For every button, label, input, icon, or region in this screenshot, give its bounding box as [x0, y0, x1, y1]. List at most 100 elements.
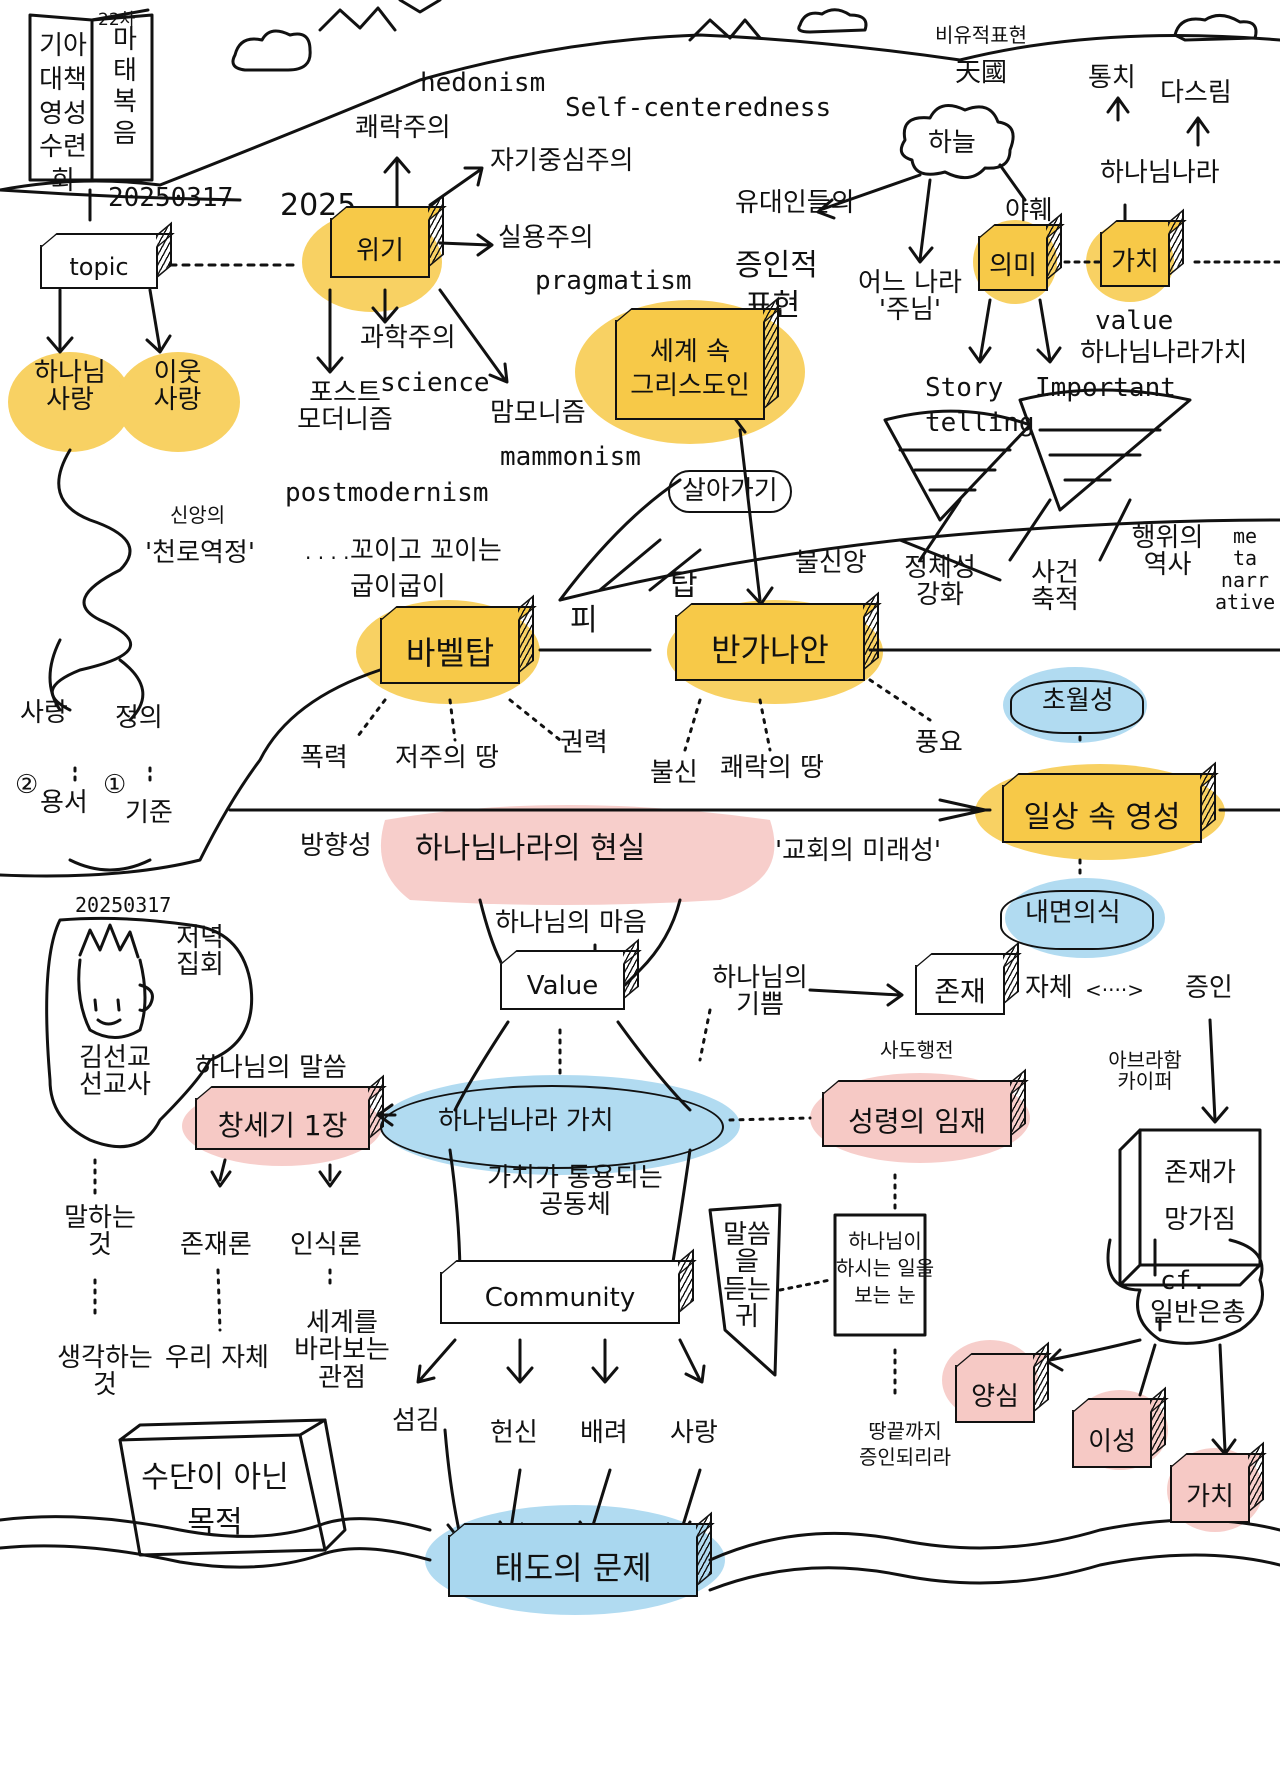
witness-label: 증인: [1185, 973, 1233, 1003]
lost-label: 존재가 망가짐: [1150, 1150, 1250, 1244]
ears-line: 듣는: [723, 1274, 771, 1305]
value3-box: 가치: [1170, 1465, 1250, 1523]
winding-label: 꼬이고 꼬이는: [350, 536, 502, 566]
speaker-line: 태: [113, 56, 137, 87]
jews-label: 유대인들의: [735, 188, 855, 218]
reality-label: 하나님나라의 현실: [415, 831, 646, 866]
love-god: 하나님 사랑: [15, 359, 125, 416]
ends-earth-line: 땅끝까지: [868, 1419, 942, 1443]
tower-label: 탑: [670, 568, 698, 603]
session-title-line: 기아: [39, 31, 87, 61]
story-label-2: telling: [925, 408, 1035, 438]
worldview-box: 세계 속 그리스도인: [615, 320, 765, 420]
joy-line: 하나님의: [712, 963, 808, 993]
worldview-box-line: 세계 속: [649, 337, 731, 368]
faith-quote: '천로역정': [145, 538, 255, 568]
speaker-vertical: 마 태 복 음: [105, 25, 145, 150]
yahweh-label: 야훼: [1005, 196, 1053, 226]
pragmatism-ko: 실용주의: [498, 223, 594, 253]
story-label-1: Story: [925, 373, 1004, 403]
love-word: 사랑: [20, 698, 68, 728]
speaker-line: 복: [113, 87, 137, 118]
canaan-box: 반가나안: [675, 615, 865, 681]
speaker-name: 김선교 선교사: [60, 1043, 170, 1100]
joy-label: 하나님의 기쁨: [705, 963, 815, 1020]
speaker-name-line: 김선교: [79, 1043, 151, 1073]
violence-label: 폭력: [300, 743, 348, 773]
conscience-box: 양심: [955, 1365, 1035, 1423]
ears-label: 말씀을 듣는 귀: [712, 1221, 782, 1331]
prosperity-label: 풍요: [915, 728, 963, 758]
session-title-line: 대책: [39, 64, 87, 95]
hedonism-ko: 쾌락주의: [355, 113, 451, 143]
meta-line: narr: [1220, 568, 1270, 592]
crisis-box: 위기: [330, 218, 430, 278]
spirit-box: 성령의 임재: [822, 1092, 1012, 1147]
identity-label: 정체성 강화: [885, 554, 995, 611]
ends-earth-label: 땅끝까지 증인되리라: [840, 1418, 970, 1470]
ends-earth-line: 증인되리라: [859, 1445, 951, 1469]
speaker-line: 음: [113, 118, 137, 149]
forgive-number: ②: [15, 770, 39, 800]
worldview-perspective-line: 관점: [318, 1362, 366, 1393]
speaking-line: 말하는: [64, 1203, 136, 1233]
love-god-line: 사랑: [46, 385, 94, 416]
value-box-top: 가치: [1100, 232, 1170, 287]
word-of-god-label: 하나님의 말씀: [195, 1053, 347, 1083]
abraham-line: 아브라함: [1108, 1048, 1182, 1072]
session-badge: 22차: [98, 10, 136, 30]
purpose-label: 수단이 아닌 목적: [125, 1455, 305, 1545]
thinking-line: 것: [93, 1370, 117, 1401]
purpose-line: 목적: [187, 1505, 243, 1540]
testimony-label: 증인적: [735, 248, 818, 283]
value-en: value: [1095, 306, 1174, 336]
faith-label: 신앙의: [170, 503, 226, 527]
worldview-box-line: 그리스도인: [630, 371, 750, 401]
identity-line: 강화: [916, 580, 964, 611]
kingdom-label: 하나님나라: [1100, 158, 1220, 188]
pleasure-land-label: 쾌락의 땅: [720, 753, 824, 783]
reason-box: 이성: [1072, 1410, 1152, 1468]
hanja-label: 天國: [955, 58, 1008, 88]
events-label: 사건 축적: [1020, 558, 1090, 615]
evening-line: 집회: [176, 950, 224, 981]
acts-history-label: 행위의 역사: [1125, 524, 1210, 580]
shared-community: 가치가 통용되는 공동체: [455, 1163, 695, 1221]
meta-line: ta: [1232, 546, 1258, 570]
everyday-box: 일상 속 영성: [1002, 785, 1202, 843]
living-bubble: 살아가기: [668, 470, 792, 514]
meta-line: me: [1232, 524, 1258, 548]
science-en: science: [380, 368, 490, 398]
events-line: 사건: [1031, 558, 1079, 588]
abraham-label: 아브라함 카이퍼: [1085, 1050, 1205, 1092]
evening-label: 저녁 집회: [160, 924, 240, 981]
hedonism-en: hedonism: [420, 68, 546, 98]
winding-label-2: 굽이굽이: [350, 572, 446, 602]
care-label: 배려: [580, 1418, 628, 1448]
worldview-perspective-line: 세계를: [306, 1308, 378, 1338]
attitude-box: 태도의 문제: [448, 1535, 698, 1597]
abraham-line: 카이퍼: [1117, 1069, 1173, 1093]
eyes-line: 하시는 일을: [835, 1256, 935, 1280]
session-title-line: 수련회: [39, 132, 87, 197]
devotion-label: 헌신: [490, 1418, 538, 1448]
self-en: Self-centeredness: [565, 93, 832, 123]
meaning-box: 의미: [978, 236, 1048, 291]
thinking-line: 생각하는: [57, 1343, 153, 1373]
mammon-en: mammonism: [500, 442, 641, 472]
kingdom-value-oval: [380, 1085, 724, 1169]
transcend-cloud: [1010, 680, 1144, 734]
eyes-line: 보는 눈: [854, 1283, 916, 1307]
mammon-ko: 맘모니즘: [490, 398, 586, 428]
shared-line: 가치가 통용되는: [487, 1163, 663, 1193]
babel-box: 바벨탑: [380, 618, 520, 684]
serve-label: 섬김: [392, 1406, 440, 1436]
thinking-label: 생각하는 것: [45, 1343, 165, 1401]
metanarrative-label: me ta narr ative: [1215, 525, 1275, 613]
science-ko: 과학주의: [360, 323, 456, 353]
ourselves-label: 우리 자체: [165, 1343, 269, 1373]
worldview-perspective: 세계를 바라보는 관점: [292, 1308, 392, 1393]
speaking-label: 말하는 것: [55, 1203, 145, 1260]
faith-dots: · · · ·: [305, 546, 350, 570]
shared-line: 공동체: [539, 1190, 611, 1221]
